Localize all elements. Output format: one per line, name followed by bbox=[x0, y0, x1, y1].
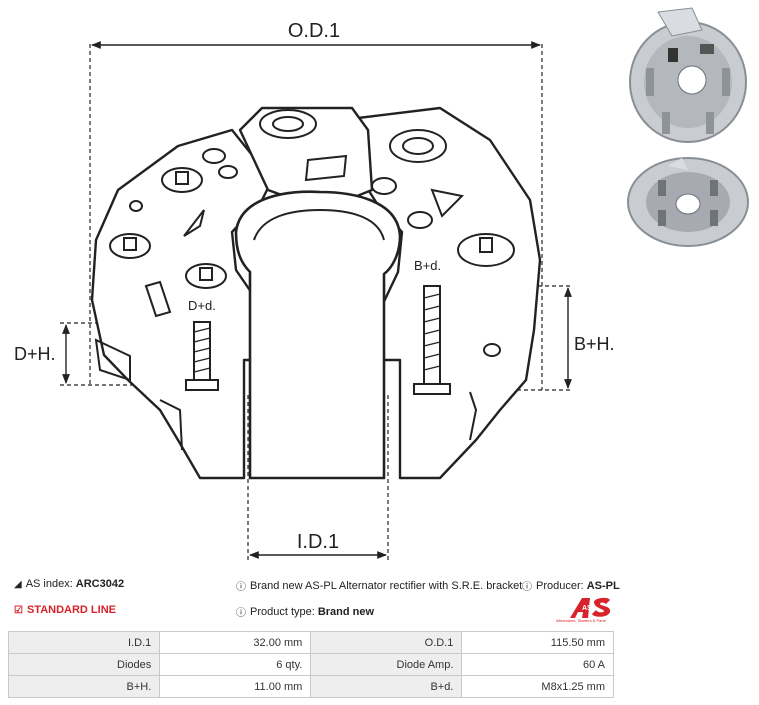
producer: ⓘ Producer: AS-PL bbox=[522, 578, 620, 594]
dh-label: D+H. bbox=[14, 344, 56, 364]
spec-value: 11.00 mm bbox=[159, 675, 312, 698]
description: ⓘ Brand new AS-PL Alternator rectifier w… bbox=[236, 578, 523, 594]
spec-label: Diodes bbox=[7, 653, 161, 676]
table-row: Diodes 6 qty. Diode Amp. 60 A bbox=[7, 653, 614, 676]
tag-icon: ◢ bbox=[14, 578, 22, 590]
spec-value: 60 A bbox=[461, 653, 614, 676]
spec-value: 115.50 mm bbox=[461, 631, 614, 654]
description-text: Brand new AS-PL Alternator rectifier wit… bbox=[250, 579, 523, 592]
id-label: I.D.1 bbox=[297, 531, 339, 553]
info-icon: ⓘ bbox=[522, 582, 532, 593]
bolts bbox=[185, 285, 451, 395]
bd-label: B+d. bbox=[414, 258, 441, 273]
rectifier-outline bbox=[90, 106, 542, 480]
od-label: O.D.1 bbox=[288, 20, 340, 42]
product-type: ⓘ Product type: Brand new bbox=[236, 604, 375, 620]
table-row: I.D.1 32.00 mm O.D.1 115.50 mm bbox=[7, 631, 614, 654]
bh-label: B+H. bbox=[574, 334, 615, 354]
standard-line: ☑ STANDARD LINE bbox=[14, 604, 116, 616]
product-photo-housing bbox=[622, 150, 754, 282]
dd-label: D+d. bbox=[188, 298, 216, 313]
as-pl-logo: AS bbox=[560, 596, 620, 626]
spec-value: M8x1.25 mm bbox=[461, 675, 614, 698]
technical-drawing: O.D.1 I.D.1 D+H. B+H. B+d. D+d. bbox=[14, 20, 615, 560]
as-index-value: ARC3042 bbox=[75, 578, 125, 590]
specs-table: I.D.1 32.00 mm O.D.1 115.50 mm Diodes 6 … bbox=[7, 631, 614, 698]
info-icon: ⓘ bbox=[236, 608, 246, 619]
product-type-label: Product type: bbox=[250, 605, 315, 618]
producer-label: Producer: bbox=[536, 579, 584, 592]
spec-label: B+d. bbox=[310, 675, 463, 698]
spec-value: 32.00 mm bbox=[159, 631, 312, 654]
standard-line-text: STANDARD LINE bbox=[26, 604, 116, 616]
info-icon: ⓘ bbox=[236, 582, 246, 593]
spec-label: B+H. bbox=[7, 675, 161, 698]
producer-value: AS-PL bbox=[586, 579, 620, 592]
spec-label: Diode Amp. bbox=[310, 653, 463, 676]
spec-label: I.D.1 bbox=[7, 631, 161, 654]
as-index-label: AS index: bbox=[25, 578, 73, 590]
product-photo-rectifier bbox=[622, 2, 754, 143]
as-index: ◢ AS index: ARC3042 bbox=[14, 578, 124, 590]
product-info: ◢ AS index: ARC3042 ⓘ Brand new AS-PL Al… bbox=[14, 578, 624, 626]
rectifier-details bbox=[94, 109, 515, 451]
spec-value: 6 qty. bbox=[159, 653, 312, 676]
check-icon: ☑ bbox=[14, 604, 23, 616]
logo-tagline: Alternators, Starters & Parts bbox=[556, 618, 606, 623]
logo-text: AS bbox=[582, 605, 592, 612]
spec-label: O.D.1 bbox=[310, 631, 463, 654]
product-type-value: Brand new bbox=[317, 605, 375, 618]
table-row: B+H. 11.00 mm B+d. M8x1.25 mm bbox=[7, 675, 614, 698]
